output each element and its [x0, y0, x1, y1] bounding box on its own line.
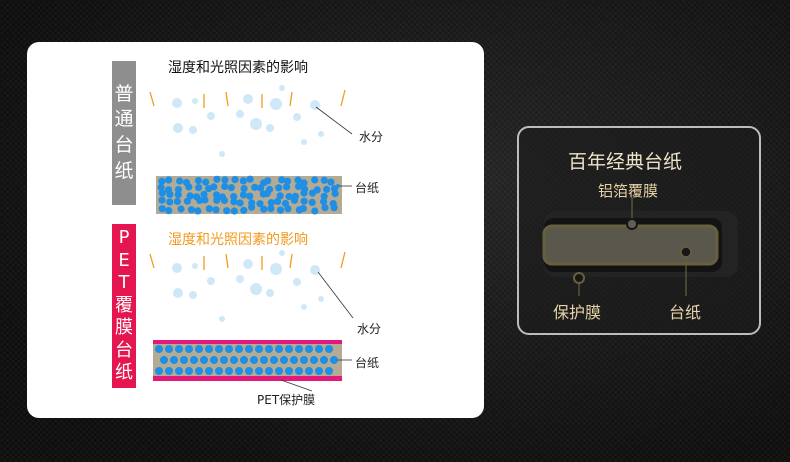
tab-char: 覆: [115, 294, 133, 316]
paper-label: 台纸: [669, 303, 702, 322]
classic-panel-title: 百年经典台纸: [568, 151, 683, 173]
normal-paper-tab: 普 通 台 纸: [112, 61, 136, 205]
tab-char: P: [118, 227, 130, 249]
film-label: 保护膜: [553, 303, 602, 322]
classic-paper-panel: [517, 126, 761, 335]
tab-char: 纸: [114, 159, 134, 182]
tab-char: 膜: [115, 317, 133, 339]
paper-label: 台纸: [355, 356, 380, 370]
tab-char: 台: [115, 339, 133, 361]
tab-char: T: [118, 272, 130, 294]
moisture-label: 水分: [357, 322, 382, 336]
pet-paper-tab: P E T 覆 膜 台 纸: [112, 224, 136, 388]
paper-label: 台纸: [355, 181, 380, 195]
tab-char: E: [118, 249, 130, 271]
pet-film-label: PET保护膜: [257, 393, 316, 407]
top-diagram-title: 湿度和光照因素的影响: [168, 60, 308, 76]
tab-char: 普: [114, 82, 134, 105]
foil-label: 铝箔覆膜: [598, 182, 659, 200]
tab-char: 台: [114, 134, 134, 156]
bottom-diagram-title: 湿度和光照因素的影响: [168, 232, 308, 248]
moisture-label: 水分: [359, 130, 384, 144]
tab-char: 纸: [115, 362, 133, 384]
tab-char: 通: [114, 108, 134, 131]
